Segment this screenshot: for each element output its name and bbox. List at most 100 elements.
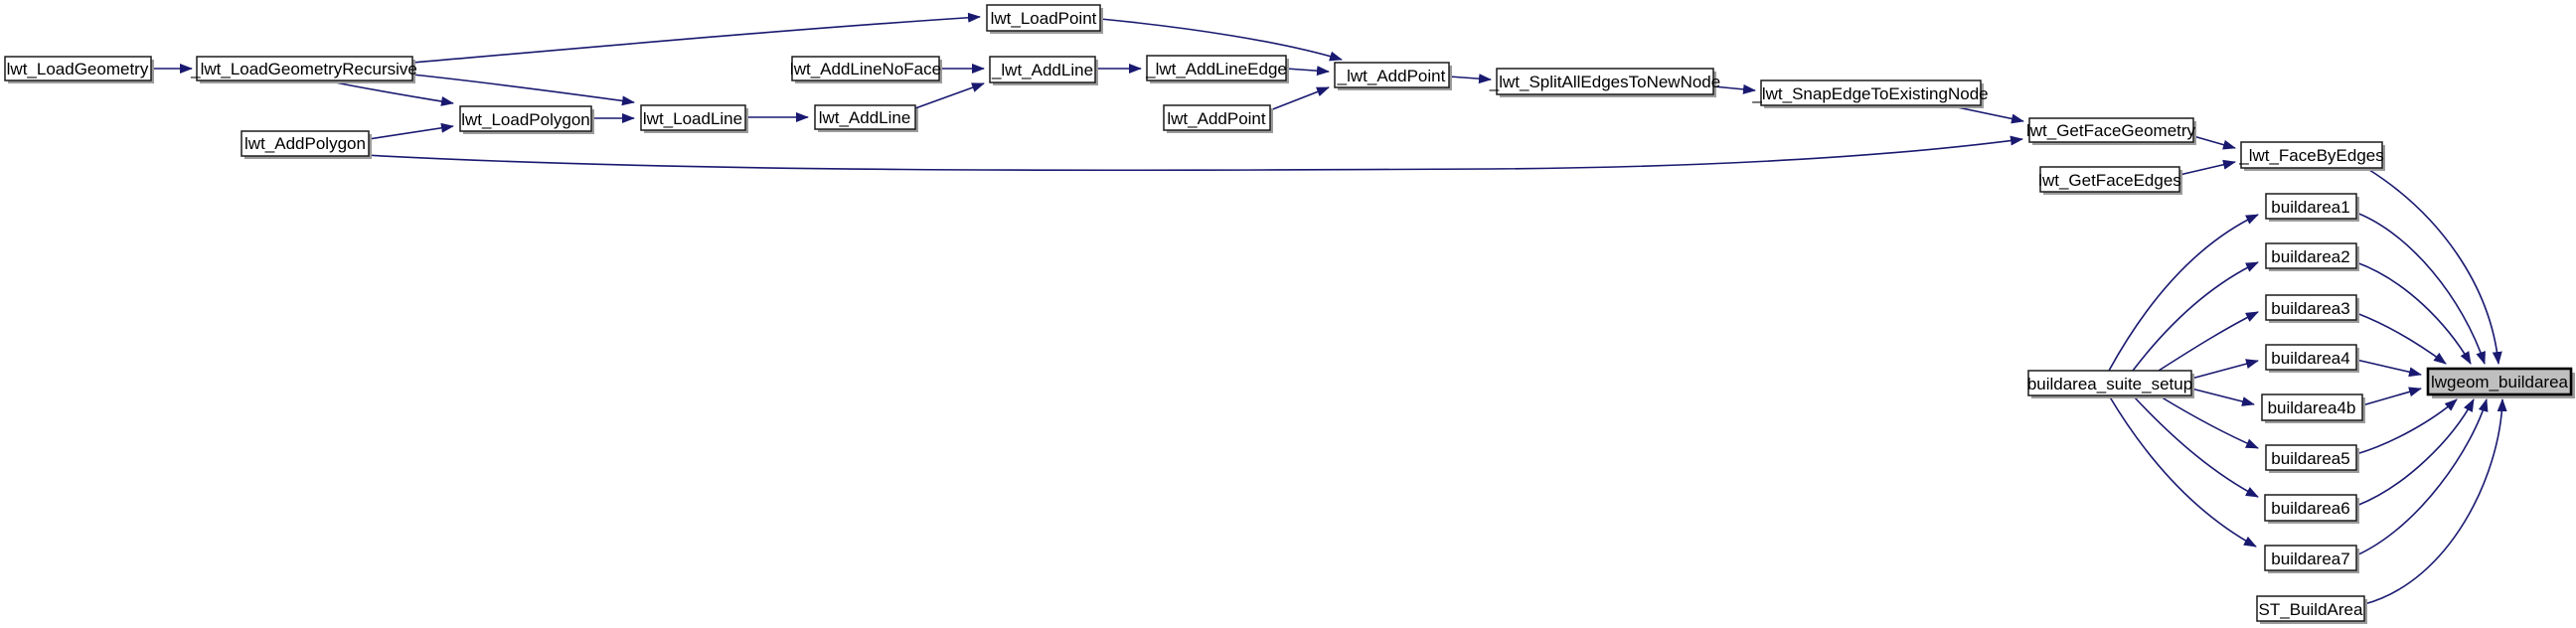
node-box: [459, 105, 592, 132]
node-label: _lwt_LoadGeometryRecursive: [190, 60, 417, 78]
edge-lwt_AddLine--_lwt_AddLine: [914, 82, 985, 109]
node-buildarea7[interactable]: buildarea7: [2264, 545, 2359, 573]
node-buildarea4b[interactable]: buildarea4b: [2261, 393, 2365, 423]
edge-_lwt_AddLineEdge--_lwt_AddPoint: [1285, 66, 1330, 77]
node-label: buildarea6: [2271, 499, 2349, 518]
node-_lwt_LoadGeometryRecursive[interactable]: _lwt_LoadGeometryRecursive: [190, 56, 417, 83]
edge-lwt_AddPoint--_lwt_AddPoint: [1269, 86, 1330, 111]
edge-buildarea_suite_setup--buildarea3: [2158, 311, 2259, 372]
edge-buildarea_suite_setup--buildarea1: [2108, 214, 2259, 372]
node-label: lwt_LoadGeometry: [7, 60, 149, 78]
node-label: buildarea4: [2271, 349, 2349, 368]
node-lwt_AddLine[interactable]: lwt_AddLine: [814, 104, 918, 132]
node-box: [2265, 242, 2357, 269]
node-label: buildarea7: [2271, 550, 2349, 568]
node-_lwt_SnapEdgeToExistingNode[interactable]: _lwt_SnapEdgeToExistingNode: [1751, 79, 1989, 108]
node-lwt_GetFaceGeometry[interactable]: lwt_GetFaceGeometry: [2026, 117, 2196, 145]
edge-buildarea2--lwgeom_buildarea: [2355, 261, 2472, 365]
node-box: [2264, 545, 2357, 571]
edge-buildarea7--lwgeom_buildarea: [2355, 398, 2489, 556]
node-box: [1496, 68, 1714, 95]
node-lwt_GetFaceEdges[interactable]: lwt_GetFaceEdges: [2038, 166, 2182, 195]
node-box: [1334, 62, 1450, 88]
node-lwt_LoadPoint[interactable]: lwt_LoadPoint: [986, 4, 1103, 34]
node-label: lwt_AddLineNoFace: [790, 60, 941, 78]
edge-buildarea4--lwgeom_buildarea: [2355, 359, 2422, 378]
node-label: _lwt_SnapEdgeToExistingNode: [1751, 84, 1988, 103]
node-buildarea_suite_setup[interactable]: buildarea_suite_setup: [2027, 370, 2194, 398]
edge-buildarea_suite_setup--buildarea4: [2190, 359, 2259, 380]
node-lwt_AddPolygon[interactable]: lwt_AddPolygon: [241, 130, 372, 159]
edge-buildarea6--lwgeom_buildarea: [2355, 398, 2475, 507]
node-label: _lwt_AddLineEdge: [1145, 60, 1287, 78]
node-lwt_AddPoint[interactable]: lwt_AddPoint: [1163, 104, 1273, 133]
node-label: buildarea4b: [2268, 398, 2356, 417]
edge-_lwt_AddPoint--_lwt_SplitAllEdgesToNewNode: [1448, 74, 1492, 84]
node-box: [196, 56, 413, 81]
edge-buildarea_suite_setup--buildarea4b: [2190, 388, 2255, 406]
node-label: buildarea1: [2271, 198, 2349, 217]
node-_lwt_AddLineEdge[interactable]: _lwt_AddLineEdge: [1145, 55, 1289, 83]
node-box: [241, 130, 370, 157]
node-box: [2264, 494, 2357, 522]
node-box: [2039, 166, 2180, 193]
node-label: lwt_LoadPoint: [991, 9, 1097, 28]
node-label: lwt_AddLine: [819, 108, 911, 127]
node-box: [2027, 370, 2192, 396]
node-label: lwt_LoadPolygon: [461, 110, 589, 129]
edge-layer: [151, 12, 2507, 605]
node-box: [2265, 294, 2357, 321]
node-box: [791, 56, 940, 81]
edge-buildarea_suite_setup--buildarea7: [2108, 394, 2257, 548]
node-_lwt_SplitAllEdgesToNewNode[interactable]: _lwt_SplitAllEdgesToNewNode: [1489, 68, 1720, 97]
node-label: lwt_GetFaceEdges: [2038, 171, 2181, 190]
edge-buildarea3--lwgeom_buildarea: [2355, 312, 2447, 365]
node-layer: lwt_LoadGeometry _lwt_LoadGeometryRecurs…: [4, 4, 2575, 624]
edge-buildarea1--lwgeom_buildarea: [2355, 212, 2486, 365]
node-buildarea5[interactable]: buildarea5: [2265, 444, 2359, 473]
node-box: [2240, 141, 2383, 169]
node-ST_BuildArea[interactable]: ST_BuildArea: [2256, 595, 2367, 624]
edge-buildarea4b--lwgeom_buildarea: [2361, 387, 2422, 406]
edge-_lwt_LoadGeometryRecursive--lwt_LoadLine: [411, 74, 635, 106]
node-buildarea2[interactable]: buildarea2: [2265, 242, 2359, 271]
edge-_lwt_SplitAllEdgesToNewNode--_lwt_SnapEdgeToExistingNode: [1712, 83, 1756, 94]
node-label: lwt_GetFaceGeometry: [2026, 121, 2196, 140]
node-_lwt_FaceByEdges[interactable]: _lwt_FaceByEdges: [2238, 141, 2385, 171]
node-box: [989, 56, 1096, 83]
node-buildarea4[interactable]: buildarea4: [2265, 344, 2359, 373]
node-box: [1760, 79, 1982, 106]
node-_lwt_AddLine[interactable]: _lwt_AddLine: [989, 56, 1098, 85]
edge-lwt_AddPolygon--lwt_GetFaceGeometry: [363, 135, 2023, 172]
node-label: buildarea3: [2271, 299, 2349, 318]
node-box: [640, 104, 746, 131]
node-buildarea6[interactable]: buildarea6: [2264, 494, 2359, 524]
node-buildarea1[interactable]: buildarea1: [2265, 193, 2359, 222]
node-lwt_LoadGeometry[interactable]: lwt_LoadGeometry: [4, 56, 154, 83]
node-label: _lwt_AddPoint: [1337, 67, 1446, 85]
node-lwgeom_buildarea[interactable]: lwgeom_buildarea: [2426, 367, 2575, 398]
node-buildarea3[interactable]: buildarea3: [2265, 294, 2359, 323]
edge-lwt_GetFaceGeometry--_lwt_FaceByEdges: [2192, 135, 2236, 150]
node-box: [986, 4, 1101, 32]
node-box: [2265, 444, 2357, 471]
node-label: lwt_AddPoint: [1167, 109, 1266, 128]
node-lwt_LoadLine[interactable]: lwt_LoadLine: [640, 104, 748, 133]
node-label: lwgeom_buildarea: [2431, 373, 2569, 392]
edge-buildarea_suite_setup--buildarea6: [2132, 394, 2259, 498]
node-box: [814, 104, 916, 130]
edge-buildarea5--lwgeom_buildarea: [2355, 398, 2458, 455]
edge-lwt_AddPolygon--lwt_LoadPolygon: [368, 122, 454, 140]
node-box: [2426, 367, 2573, 396]
edge-_lwt_LoadGeometryRecursive--lwt_LoadPoint: [411, 12, 981, 64]
node-box: [2265, 344, 2357, 371]
node-label: buildarea_suite_setup: [2027, 375, 2192, 393]
node-box: [1163, 104, 1271, 131]
node-label: buildarea5: [2271, 449, 2349, 468]
node-lwt_AddLineNoFace[interactable]: lwt_AddLineNoFace: [790, 56, 942, 83]
node-lwt_LoadPolygon[interactable]: lwt_LoadPolygon: [459, 105, 594, 134]
node-_lwt_AddPoint[interactable]: _lwt_AddPoint: [1334, 62, 1452, 90]
node-label: lwt_AddPolygon: [244, 134, 366, 153]
node-box: [1146, 55, 1287, 81]
